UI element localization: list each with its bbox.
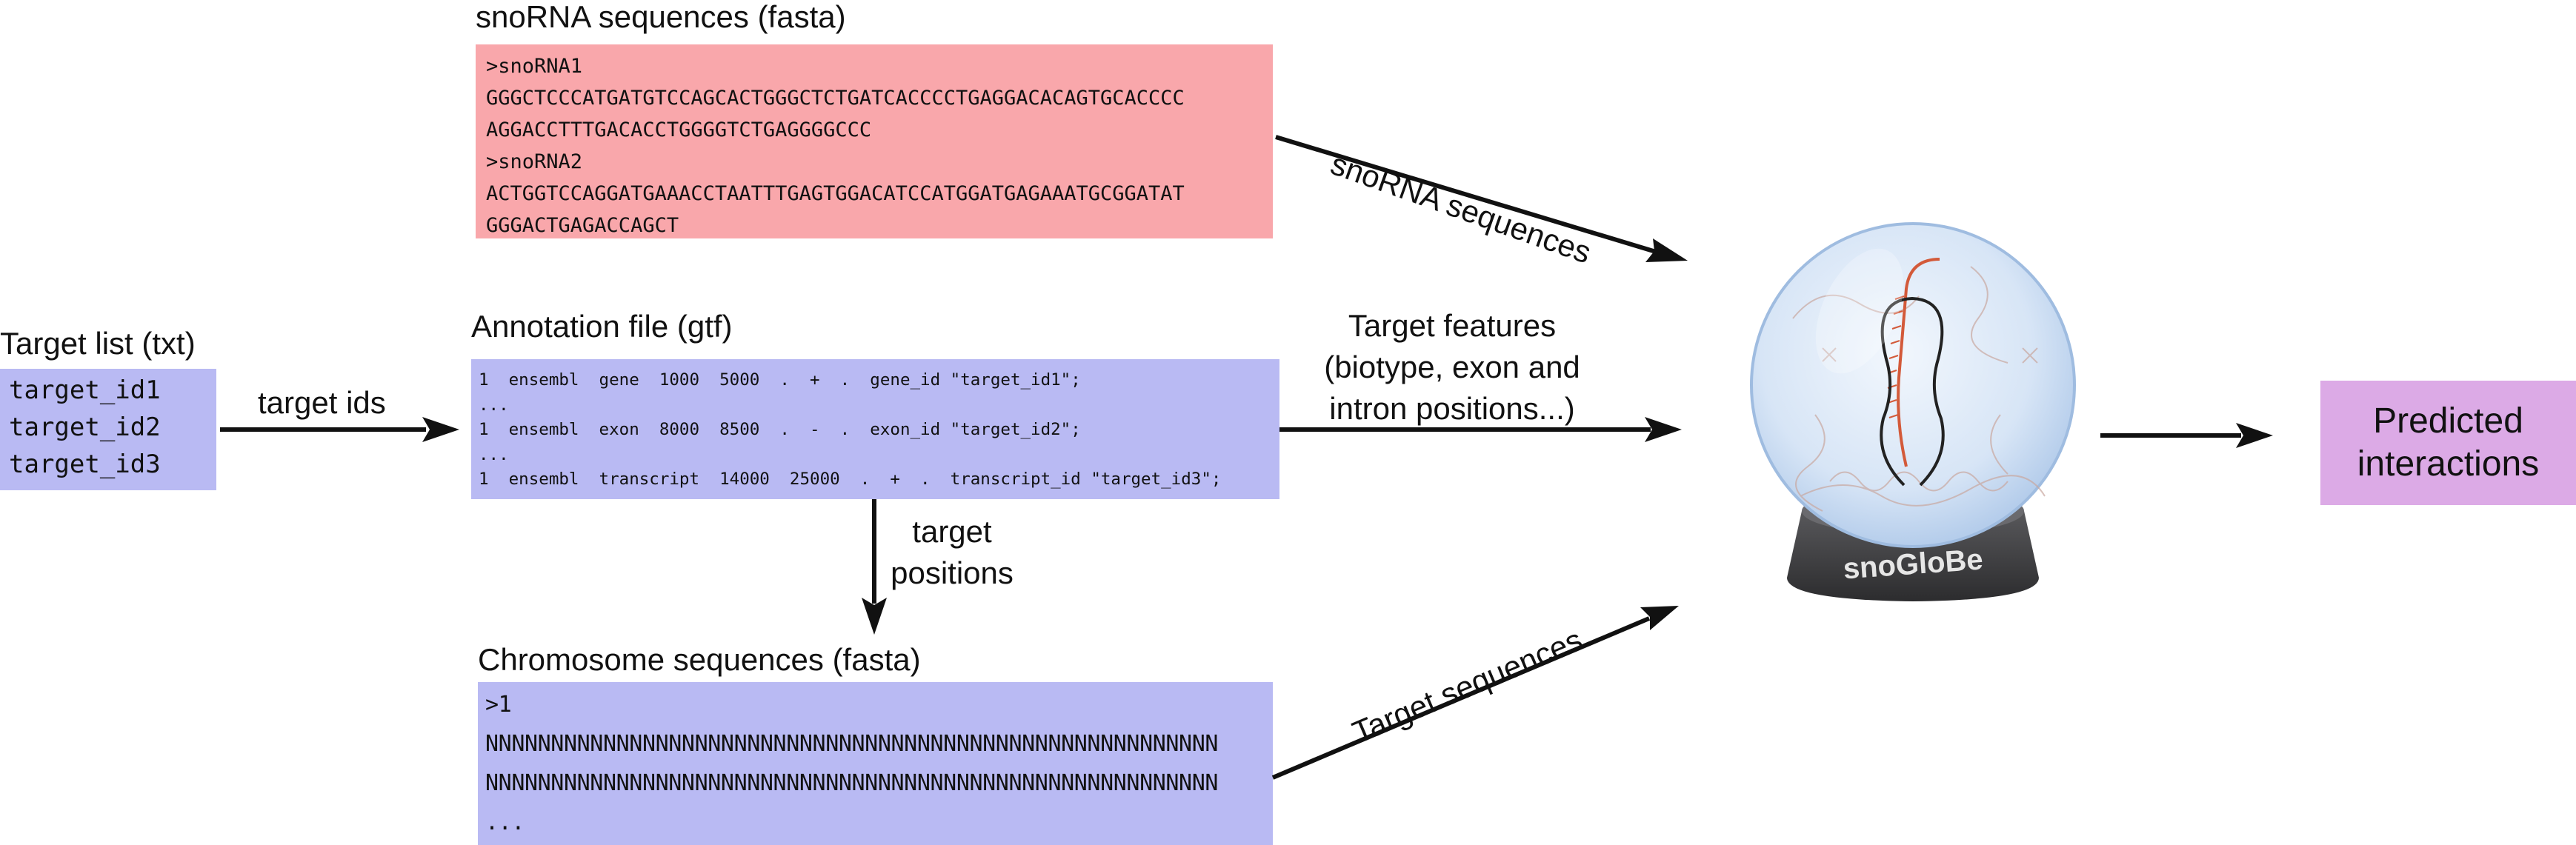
interactions-label: interactions: [2357, 444, 2540, 484]
target-features-line: Target features: [1348, 308, 1557, 343]
arrow-target-positions: [862, 499, 887, 635]
annotation-line: ...: [479, 445, 509, 464]
arrow-target-sequences: [1271, 606, 1679, 780]
annotation-gtf-box: 1 ensembl gene 1000 5000 . + . gene_id "…: [471, 359, 1279, 499]
annotation-line: 1 ensembl gene 1000 5000 . + . gene_id "…: [479, 370, 1081, 390]
target-list-box: target_id1 target_id2 target_id3: [0, 369, 216, 490]
target-list-item: target_id1: [9, 375, 161, 405]
snorna-line: GGGACTGAGACCAGCT: [486, 214, 679, 237]
snorna-line: >snoRNA2: [486, 150, 583, 173]
chromosome-line: NNNNNNNNNNNNNNNNNNNNNNNNNNNNNNNNNNNNNNNN…: [485, 731, 1219, 757]
snorna-line: ACTGGTCCAGGATGAAACCTAATTTGAGTGGACATCCATG…: [486, 182, 1185, 205]
target-list-item: target_id3: [9, 450, 161, 479]
chromosome-title: Chromosome sequences (fasta): [478, 642, 921, 677]
target-features-line: (biotype, exon and: [1324, 350, 1580, 384]
snorna-line: >snoRNA1: [486, 55, 583, 78]
arrow-output: [2100, 423, 2273, 448]
target-ids-label: target ids: [258, 385, 386, 420]
target-list-item: target_id2: [9, 413, 161, 442]
annotation-line: 1 ensembl exon 8000 8500 . - . exon_id "…: [479, 420, 1081, 439]
target-features-line: intron positions...): [1329, 391, 1575, 426]
snorna-line: AGGACCTTTGACACCTGGGGTCTGAGGGGCCC: [486, 118, 872, 141]
predicted-interactions-box: Predicted interactions: [2320, 381, 2576, 505]
snorna-title: snoRNA sequences (fasta): [476, 0, 846, 34]
chromosome-line: NNNNNNNNNNNNNNNNNNNNNNNNNNNNNNNNNNNNNNNN…: [485, 770, 1219, 796]
target-positions-line: positions: [891, 555, 1014, 590]
crystal-ball-icon: snoGloBe: [1750, 222, 2076, 601]
annotation-title: Annotation file (gtf): [471, 309, 733, 344]
target-list-title: Target list (txt): [0, 326, 196, 361]
target-features-label: Target features (biotype, exon and intro…: [1304, 305, 1600, 430]
snorna-line: GGGCTCCCATGATGTCCAGCACTGGGCTCTGATCACCCCT…: [486, 87, 1185, 110]
arrow-target-ids: [220, 417, 459, 442]
annotation-line: ...: [479, 395, 509, 415]
arrow-snorna-sequences: [1275, 135, 1688, 262]
target-positions-line: target: [912, 514, 992, 549]
chromosome-line: ...: [485, 809, 525, 835]
target-positions-label: target positions: [867, 511, 1037, 594]
snorna-fasta-box: >snoRNA1 GGGCTCCCATGATGTCCAGCACTGGGCTCTG…: [476, 44, 1273, 238]
annotation-line: 1 ensembl transcript 14000 25000 . + . t…: [479, 470, 1222, 489]
arrow-target-features: [1279, 417, 1682, 442]
chromosome-fasta-box: >1 NNNNNNNNNNNNNNNNNNNNNNNNNNNNNNNNNNNNN…: [478, 682, 1273, 845]
predicted-label: Predicted: [2373, 401, 2523, 441]
chromosome-line: >1: [485, 692, 512, 718]
